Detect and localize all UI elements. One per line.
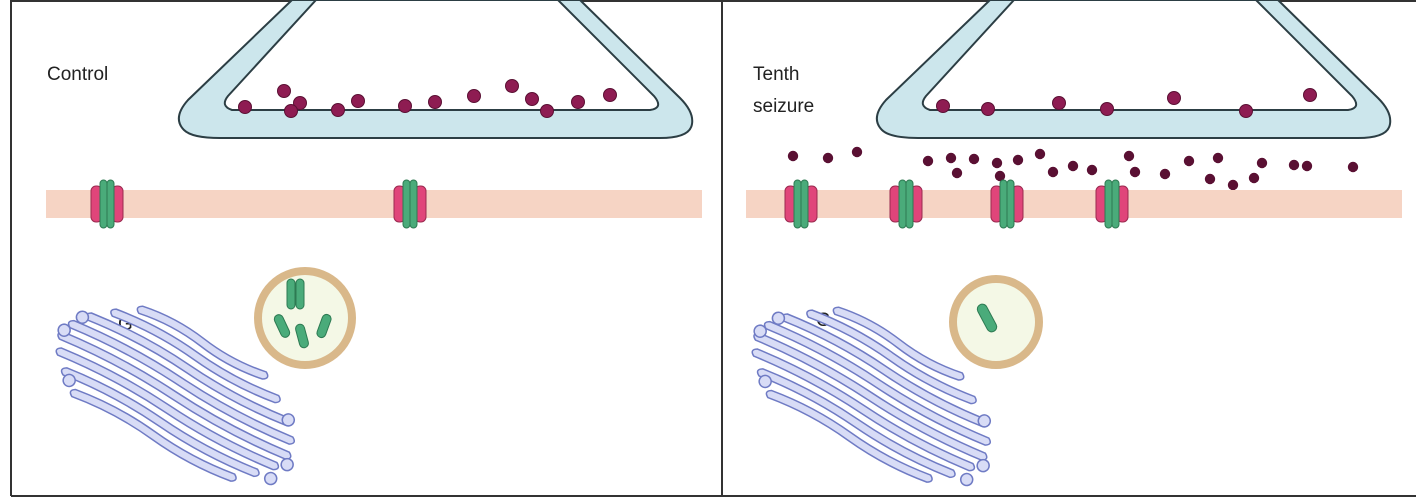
golgi-vesicle (959, 471, 975, 487)
released-vesicle (1249, 173, 1259, 183)
synaptic-vesicle (1101, 103, 1114, 116)
released-vesicle (1087, 165, 1097, 175)
endosome-membrane (258, 271, 352, 365)
postsynaptic-membrane (746, 190, 1402, 218)
released-vesicle (1068, 161, 1078, 171)
released-vesicle (1130, 167, 1140, 177)
panel-tenth-seizure: Tenth seizure G (728, 0, 1402, 498)
synaptic-vesicle (352, 95, 365, 108)
golgi-vesicle (263, 470, 279, 486)
receptor-subunit (287, 279, 295, 309)
released-vesicle (1348, 162, 1358, 172)
released-vesicle (1035, 149, 1045, 159)
released-vesicles (788, 147, 1358, 190)
released-vesicle (952, 168, 962, 178)
synaptic-vesicle (468, 90, 481, 103)
receptor (890, 180, 922, 228)
receptor (394, 180, 426, 228)
golgi-vesicle (975, 458, 991, 474)
presynaptic-terminal (179, 0, 692, 138)
receptor (785, 180, 817, 228)
panel-label-tenth-line1: Tenth (753, 64, 799, 85)
released-vesicle (1124, 151, 1134, 161)
synaptic-vesicle (541, 105, 554, 118)
synaptic-vesicle (1304, 89, 1317, 102)
synaptic-vesicle (332, 104, 345, 117)
released-vesicle (852, 147, 862, 157)
golgi-vesicle (280, 412, 296, 428)
synaptic-vesicle (1053, 97, 1066, 110)
synaptic-vesicle (429, 96, 442, 109)
receptor-subunit (296, 279, 304, 309)
released-vesicle (1048, 167, 1058, 177)
released-vesicle (992, 158, 1002, 168)
released-vesicle (1257, 158, 1267, 168)
released-vesicle (788, 151, 798, 161)
golgi-vesicle (279, 457, 295, 473)
panel-label-control: Control (47, 64, 108, 85)
released-vesicle (1213, 153, 1223, 163)
presynaptic-terminal (877, 0, 1390, 138)
golgi-vesicle (976, 413, 992, 429)
released-vesicle (1228, 180, 1238, 190)
synaptic-vesicle (285, 105, 298, 118)
released-vesicle (969, 154, 979, 164)
released-vesicle (946, 153, 956, 163)
synaptic-vesicle (572, 96, 585, 109)
synaptic-vesicle (278, 85, 291, 98)
panel-label-tenth-line2: seizure (753, 96, 814, 117)
released-vesicle (823, 153, 833, 163)
released-vesicle (923, 156, 933, 166)
released-vesicle (1302, 161, 1312, 171)
receptor (991, 180, 1023, 228)
synaptic-vesicle (982, 103, 995, 116)
synaptic-vesicle (1168, 92, 1181, 105)
receptor (91, 180, 123, 228)
synaptic-vesicle (399, 100, 412, 113)
postsynaptic-membrane (46, 190, 702, 218)
synaptic-vesicle (506, 80, 519, 93)
endosome (953, 279, 1039, 365)
panel-control: Control G (32, 0, 702, 498)
endosome-membrane (953, 279, 1039, 365)
released-vesicle (1160, 169, 1170, 179)
released-vesicle (1289, 160, 1299, 170)
released-vesicle (1184, 156, 1194, 166)
receptor (1096, 180, 1128, 228)
endosome (258, 271, 352, 365)
synaptic-vesicle (604, 89, 617, 102)
released-vesicle (1205, 174, 1215, 184)
synaptic-vesicle (526, 93, 539, 106)
synaptic-vesicle (1240, 105, 1253, 118)
synaptic-vesicle (937, 100, 950, 113)
synaptic-vesicle (239, 101, 252, 114)
released-vesicle (1013, 155, 1023, 165)
